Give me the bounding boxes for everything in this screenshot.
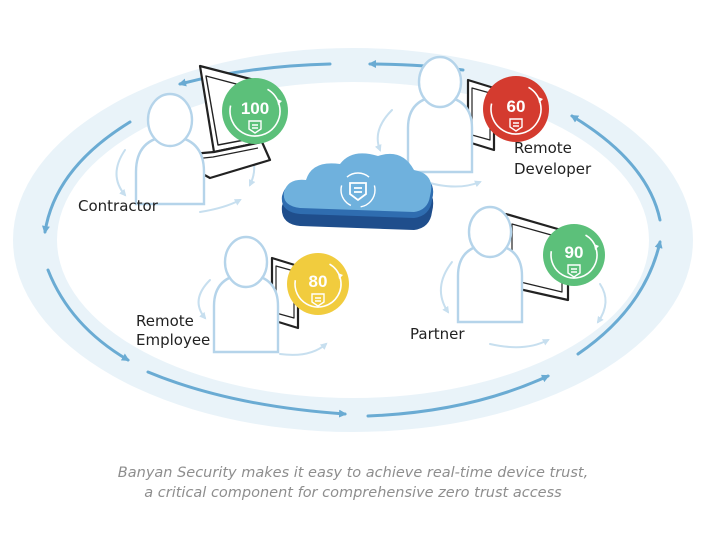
node-label: Partner: [410, 325, 465, 343]
sync-arrows: [197, 279, 328, 356]
node-remote-developer: 60 Remote Developer: [374, 55, 592, 188]
node-label: Remote: [136, 312, 194, 330]
trust-score-badge: 90: [543, 224, 605, 286]
trust-score: 100: [241, 99, 269, 118]
banyan-shield-icon: [509, 118, 523, 132]
node-contractor: 100 Contractor: [78, 64, 288, 215]
person-icon: [134, 92, 206, 206]
node-label: Employee: [136, 331, 210, 349]
trust-score: 60: [507, 97, 526, 116]
ring-arrow: [41, 120, 132, 234]
node-partner: 90 Partner: [410, 205, 607, 349]
caption: Banyan Security makes it easy to achieve…: [0, 463, 706, 503]
trust-score: 90: [565, 243, 584, 262]
banyan-shield-icon: [567, 264, 581, 278]
ring-flow-arrows: [41, 60, 663, 418]
node-label: Contractor: [78, 197, 159, 215]
banyan-logo-icon: [340, 172, 376, 208]
person-icon: [212, 235, 280, 354]
ring-arrow: [46, 268, 130, 362]
trust-score-badge: 100: [222, 78, 288, 144]
node-label: Remote: [514, 139, 572, 157]
trust-score-badge: 80: [287, 253, 349, 315]
node-remote-employee: 80 Remote Employee: [136, 235, 349, 356]
ring-arrow: [576, 240, 663, 356]
ring-arrow: [178, 62, 332, 87]
caption-line: a critical component for comprehensive z…: [144, 485, 562, 501]
caption-line: Banyan Security makes it easy to achieve…: [117, 465, 589, 481]
sync-arrows: [440, 261, 607, 349]
trust-score: 80: [309, 272, 328, 291]
ring-arrow: [146, 370, 347, 418]
ring-arrow: [366, 374, 550, 418]
person-icon: [406, 55, 474, 174]
banyan-shield-icon: [311, 293, 325, 307]
person-icon: [456, 205, 524, 324]
banyan-shield-icon: [248, 120, 262, 134]
trust-score-badge: 60: [483, 76, 549, 142]
ring-arrow: [570, 114, 662, 222]
banyan-cloud: [281, 153, 434, 230]
node-label: Developer: [514, 160, 592, 178]
